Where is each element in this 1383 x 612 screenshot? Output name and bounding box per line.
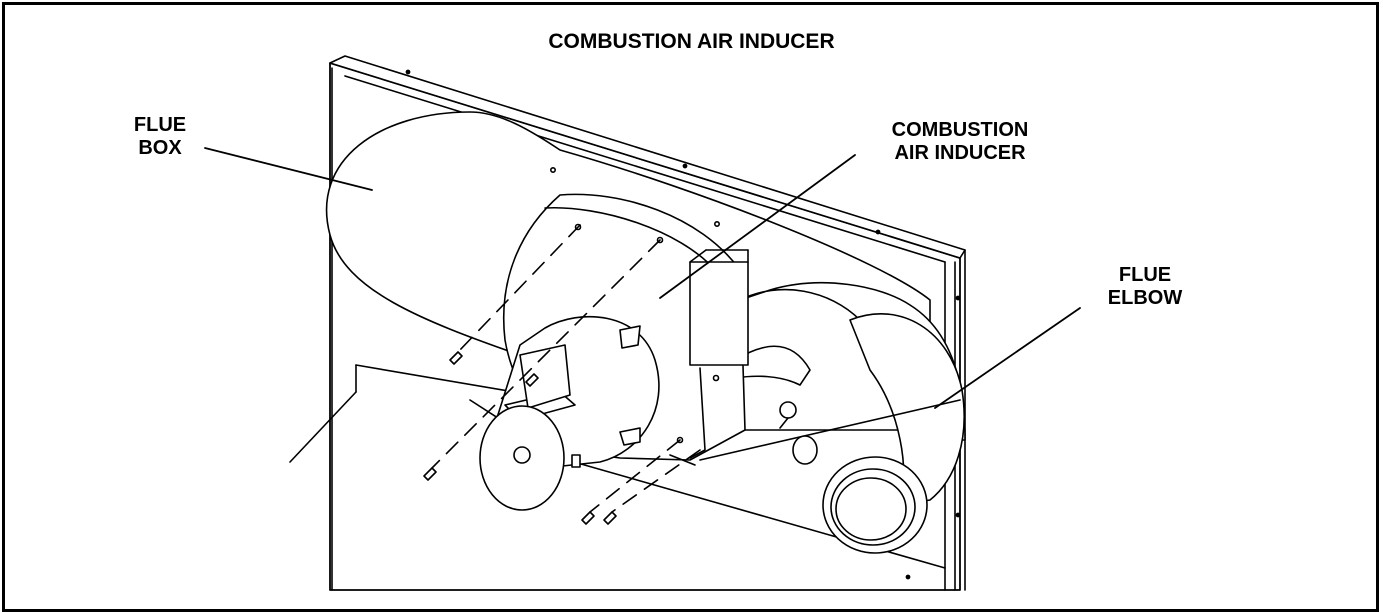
label-combustion-air-inducer: COMBUSTION AIR INDUCER: [855, 119, 1065, 165]
label-flue-box: FLUE BOX: [110, 114, 210, 160]
label-flue-elbow: FLUE ELBOW: [1090, 264, 1200, 310]
label-flue-box-line-2: BOX: [138, 137, 182, 159]
label-flue-elbow-line-2: ELBOW: [1107, 287, 1183, 309]
label-flue-box-line-1: FLUE: [133, 114, 187, 136]
inducer-motor: [479, 315, 660, 511]
flue-elbow-shape: [699, 282, 966, 554]
label-combustion-air-inducer-line-1: COMBUSTION: [891, 119, 1029, 141]
mounting-screws: [423, 224, 701, 525]
leader-lines: [204, 147, 1081, 409]
label-flue-elbow-line-1: FLUE: [1118, 264, 1172, 286]
label-combustion-air-inducer-line-2: AIR INDUCER: [894, 142, 1026, 164]
diagram-title: COMBUSTION AIR INDUCER: [548, 30, 835, 53]
